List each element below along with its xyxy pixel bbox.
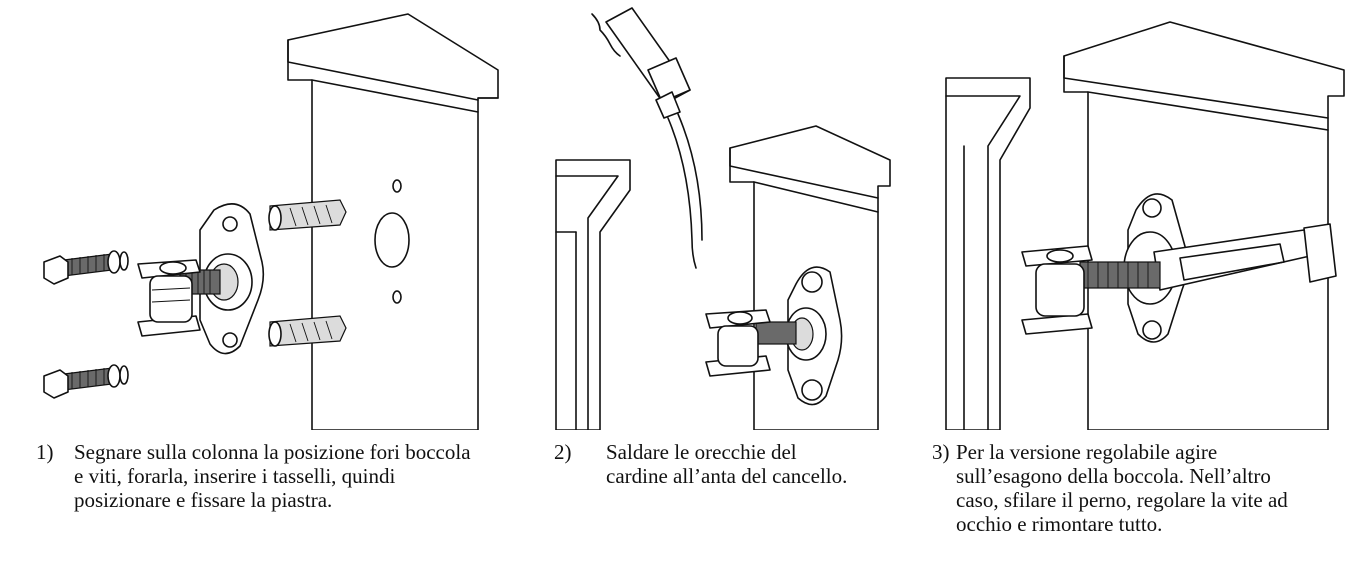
hinge-eye <box>137 259 201 337</box>
step-3-illustration <box>940 0 1356 430</box>
welding-torch <box>591 7 703 269</box>
step-1-text: Segnare sulla colonna la posizione fori … <box>74 440 471 512</box>
step-2-caption: 2) Saldare le orecchie del cardine all’a… <box>554 440 874 540</box>
hinge-plate <box>199 203 265 355</box>
hinge-eye <box>1021 245 1093 335</box>
step-2-number: 2) <box>554 440 572 464</box>
step-3-number: 3) <box>932 440 950 464</box>
hinge-plate <box>785 266 843 406</box>
gate-leaf <box>945 77 1031 430</box>
wall-anchor-bottom <box>268 315 347 347</box>
column-post <box>1063 21 1345 430</box>
step-3-caption: 3) Per la versione regolabile agire sull… <box>932 440 1332 584</box>
bolt-top <box>43 250 129 285</box>
step-1-caption: 1) Segnare sulla colonna la posizione fo… <box>36 440 506 540</box>
step-1-illustration <box>0 0 500 430</box>
wall-anchor-top <box>268 199 347 231</box>
gate-leaf <box>555 159 631 430</box>
step-2-text: Saldare le orecchie del cardine all’anta… <box>606 440 848 488</box>
threaded-pin <box>755 321 797 345</box>
step-2-illustration <box>540 0 920 430</box>
bolt-bottom <box>43 364 129 399</box>
drill-holes <box>374 179 410 304</box>
threaded-pin <box>1079 261 1161 289</box>
hinge-eye <box>705 309 771 377</box>
step-3-text: Per la versione regolabile agire sull’es… <box>956 440 1288 536</box>
step-1-number: 1) <box>36 440 54 464</box>
